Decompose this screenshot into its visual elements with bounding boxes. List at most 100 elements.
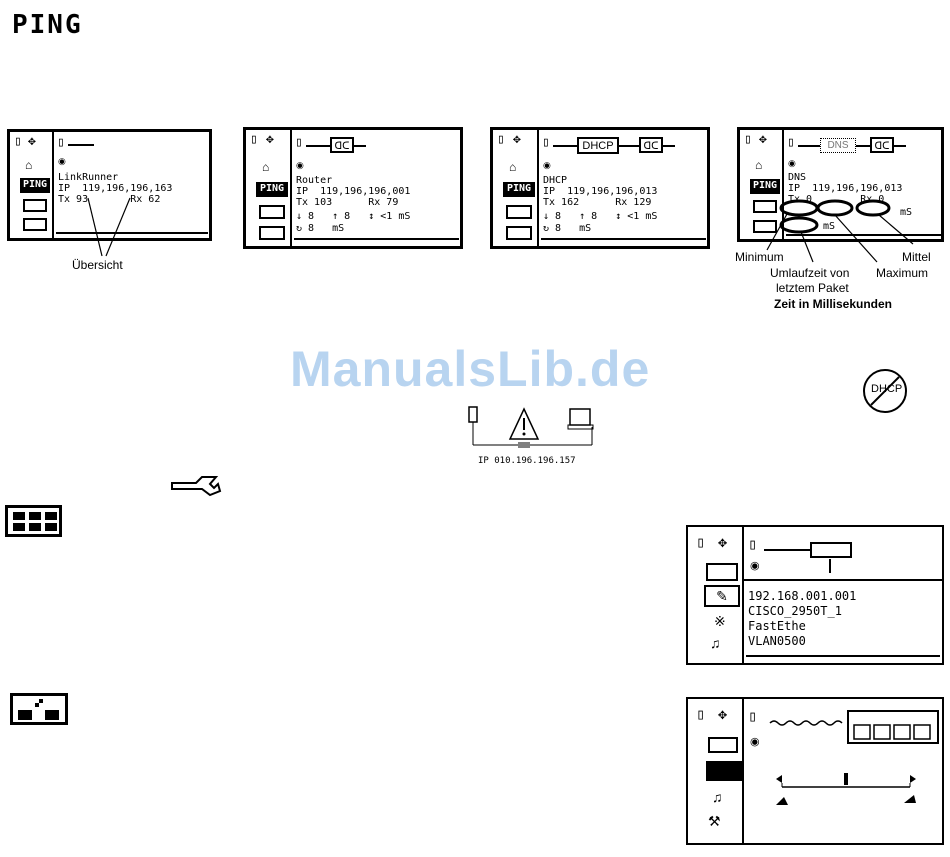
status-icon: ◉ [750,736,760,748]
battery-icon: ▯ [497,132,505,147]
time-values: ↓ 8 ↑ 8 ↕ <1 mS [296,211,411,222]
ping-tab: PING [256,182,288,197]
baseline [294,238,459,240]
dhcp-disabled-icon: DHCP [863,369,907,413]
grid-icon [23,199,47,212]
home-icon: ⌂ [509,160,517,174]
switch-name: CISCO_2950T_1 [748,604,842,618]
home-icon: ⌂ [25,158,33,172]
caption-pointers [87,197,131,257]
lcd-screen-switch: ▯ ✥ ✎ ※ ♫ ▯ ◉ 192.168.001.001 CISCO_2950… [686,525,944,665]
device-name: DNS [788,172,807,183]
overview-caption: Übersicht [72,258,123,272]
link-line-end [354,145,366,147]
cable-icon: ✥ [718,533,728,551]
network-icon-large [10,693,68,725]
grid-icon-large [5,505,62,537]
network-icon [259,226,285,240]
cable-icon: ✥ [28,134,36,149]
status-icon: ◉ [788,158,796,168]
ip-address: IP 119,196,196,163 [58,183,173,194]
tx-rx-counts: Tx 103 Rx 79 [296,197,399,208]
distance-meter [776,773,916,805]
label-time-ms: Zeit in Millisekunden [774,297,893,311]
roundtrip-value: ↻ 8 mS [543,223,592,234]
label-roundtrip-1: Umlaufzeit von [770,266,850,280]
link-line-end [894,145,906,147]
wrench-icon: ⚒ [708,813,721,829]
link-drop [829,559,831,573]
battery-icon: ▯ [250,132,258,147]
lcd-screen-dns: ▯ ✥ ⌂ PING ▯ DNS ᗡᑕ ◉ DNS IP 119,196,196… [737,127,944,242]
status-icon: ◉ [296,160,304,170]
label-roundtrip-2: letztem Paket [776,281,849,295]
edit-icon: ✎ [704,585,740,607]
device-name: Router [296,175,333,186]
ms-unit-2: mS [823,221,836,232]
lcd-screen-dhcp: ▯ ✥ ⌂ PING ▯ DHCP ᗡᑕ ◉ DHCP IP 119,196,1… [490,127,710,249]
network-icon [706,761,742,781]
switch-ip: 192.168.001.001 [748,589,857,603]
network-icon [706,563,738,581]
grid-icon [506,205,532,219]
time-values: ↓ 8 ↑ 8 ↕ <1 mS [543,211,658,222]
ping-tab: PING [503,182,535,197]
baseline [746,655,940,657]
status-icon: ◉ [543,160,551,170]
label-mean: Mittel [902,250,931,264]
dhcp-box: DHCP [577,137,619,154]
warning-diagram [468,406,594,448]
cable-icon: ✥ [266,132,274,147]
home-icon: ⌂ [755,158,763,172]
label-minimum: Minimum [735,250,784,264]
battery-icon: ▯ [14,134,22,149]
link-line-mid [856,145,870,147]
battery-icon: ▯ [696,533,706,551]
lcd-screen-link: ▯ ✥ ♫ ⚒ ▯ ◉ [686,697,944,845]
watermark: ManualsLib.de [290,341,651,397]
lcd-sidebar: ▯ ✥ ⌂ PING [246,130,292,246]
link-line [798,145,820,147]
tx-rx-counts: Tx 93 Rx 62 [58,194,161,205]
cable-icon: ✥ [513,132,521,147]
link-line-end [663,145,675,147]
device-icon: ▯ [787,135,795,150]
tx-rx-counts: Tx 0 Rx 0 [788,194,885,205]
ping-tab: PING [750,179,780,194]
page-title: PING [12,10,83,40]
grid-icon [259,205,285,219]
ip-address: IP 119,196,196,013 [788,183,903,194]
warning-ip: IP 010.196.196.157 [478,456,576,466]
network-icon [23,218,47,231]
link-line [68,144,94,146]
ms-unit-1: mS [900,207,913,218]
device-icon: ▯ [748,707,758,725]
lcd-sidebar: ▯ ✥ ⌂ PING [10,132,54,238]
status-icon: ◉ [750,560,760,572]
device-icon: ▯ [57,135,65,150]
status-icon: ◉ [58,156,66,166]
battery-icon: ▯ [696,705,706,723]
baseline [56,232,208,234]
device-icon: ▯ [295,135,303,150]
wrench-icon [171,476,222,497]
lcd-screen-overview: ▯ ✥ ⌂ PING ▯ ◉ LinkRunner IP 119,196,196… [7,129,212,241]
lcd-sidebar: ▯ ✥ ✎ ※ ♫ [688,527,744,663]
baseline [786,234,941,236]
device-name: LinkRunner [58,172,119,183]
lcd-sidebar: ▯ ✥ ♫ ⚒ [688,699,744,843]
lcd-sidebar: ▯ ✥ ⌂ PING [493,130,539,246]
dns-annotation-lines [766,199,914,263]
cable-icon: ✥ [718,705,728,723]
tone-icon: ♫ [712,789,723,805]
home-icon: ⌂ [262,160,270,174]
switch-vlan: VLAN0500 [748,634,806,648]
switch-icon [810,542,852,558]
baseline [541,238,706,240]
separator [744,579,944,581]
ip-address: IP 119,196,196,001 [296,186,411,197]
ping-tab: PING [20,178,50,193]
cable-icon: ✥ [759,132,767,147]
link-line-mid [619,145,639,147]
battery-icon: ▯ [744,132,752,147]
